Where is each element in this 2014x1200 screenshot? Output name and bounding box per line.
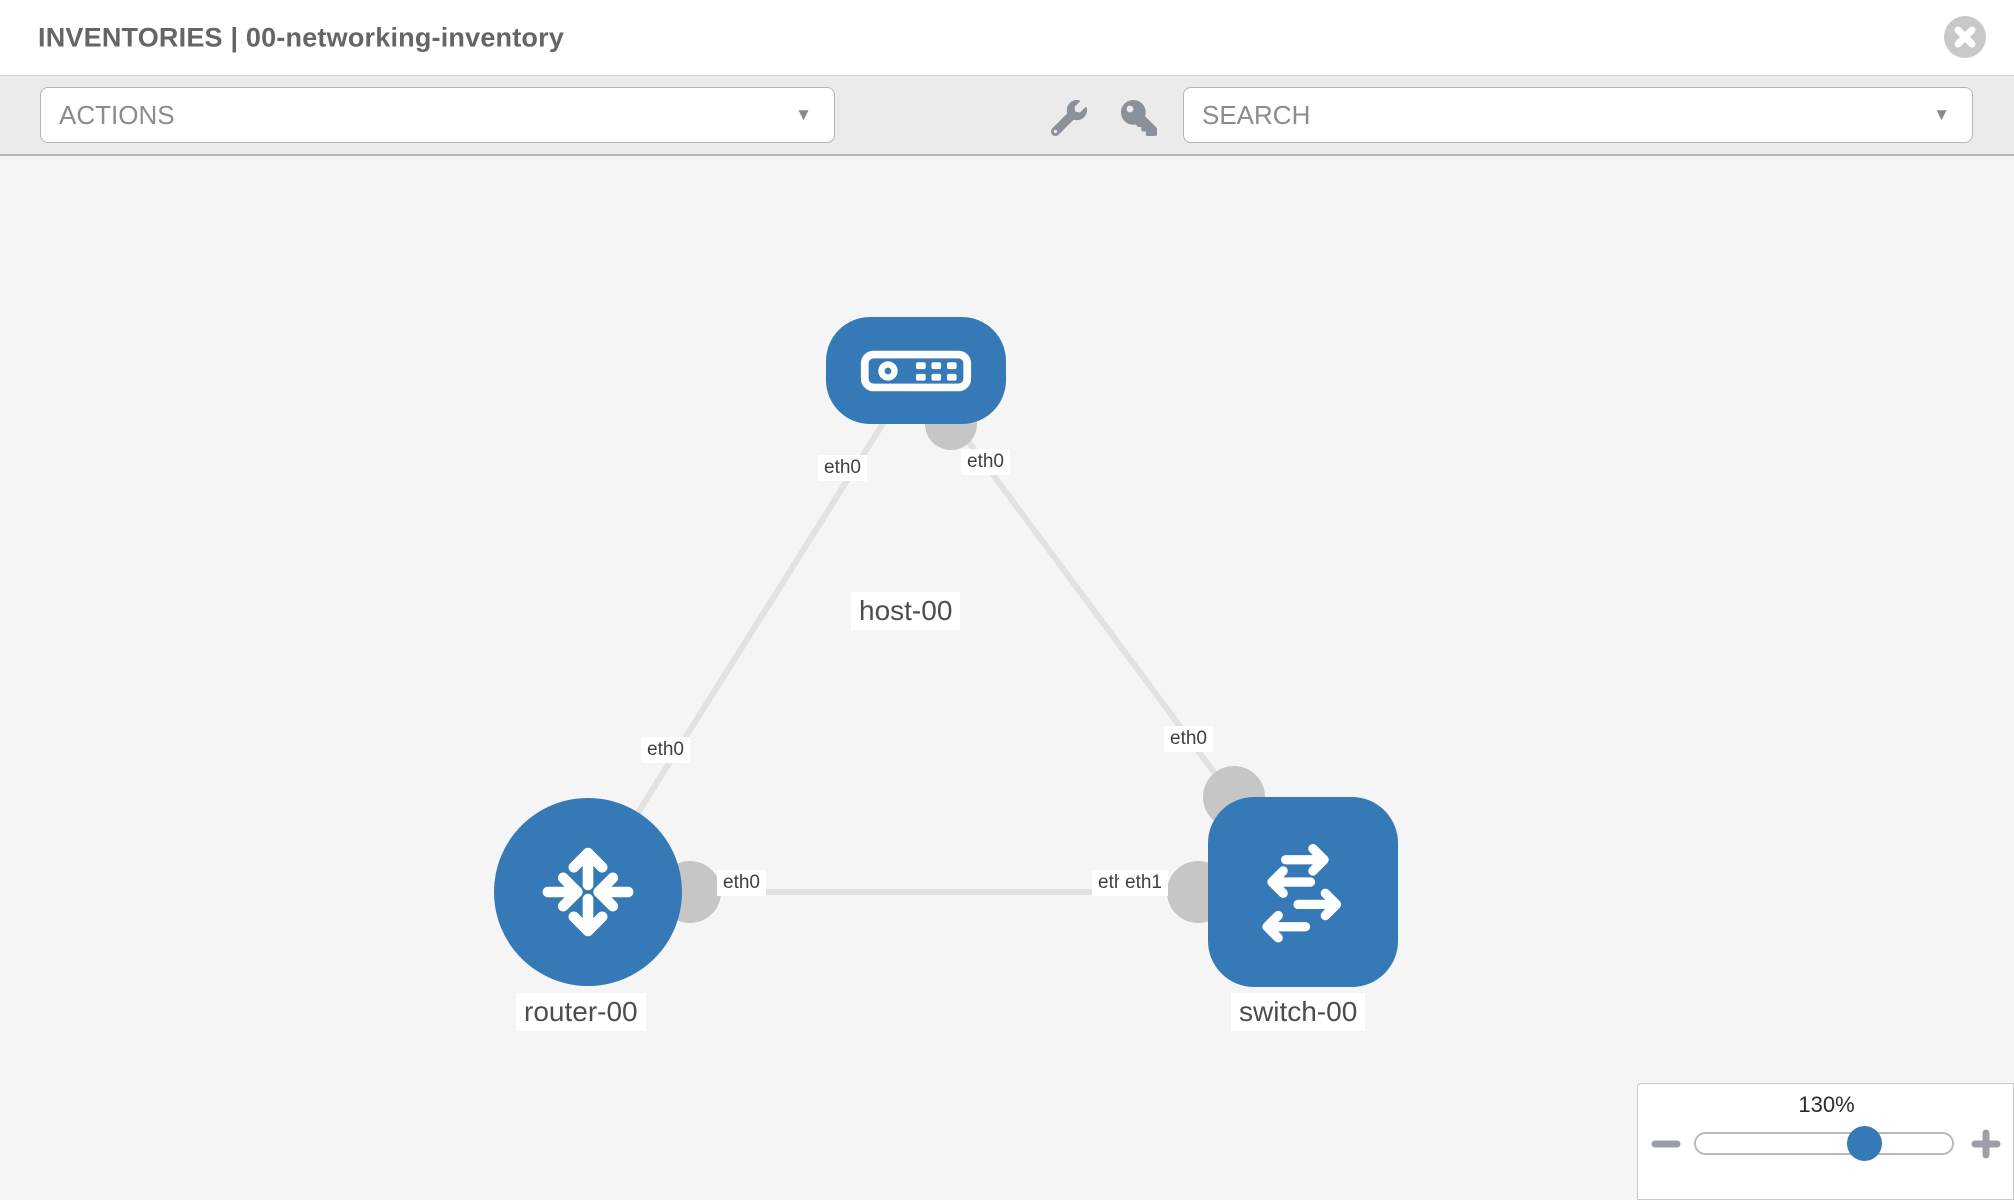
- node-label-router-00: router-00: [516, 993, 646, 1031]
- close-icon: [1954, 26, 1976, 48]
- minus-icon: [1651, 1140, 1681, 1148]
- zoom-slider-track[interactable]: [1694, 1132, 1954, 1155]
- host-icon: [860, 350, 972, 391]
- tools-button[interactable]: [1046, 98, 1092, 138]
- search-dropdown-label: SEARCH: [1202, 99, 1311, 130]
- key-button[interactable]: [1116, 98, 1162, 138]
- node-router-00[interactable]: [494, 798, 682, 986]
- port-label-router-right: eth0: [717, 870, 766, 896]
- node-switch-00[interactable]: [1208, 797, 1398, 987]
- toolbar: ACTIONS ▼ SEARCH ▼: [0, 76, 2014, 156]
- plus-icon: [1971, 1129, 2001, 1159]
- port-label-switch-top: eth0: [1164, 726, 1213, 752]
- close-button[interactable]: [1944, 16, 1986, 58]
- port-label-switch-left-eth1: eth1: [1119, 870, 1168, 896]
- topology-canvas[interactable]: eth0 eth0 eth0 eth0 eth0 eth0 eth1 host-…: [0, 156, 2014, 1200]
- switch-icon: [1262, 843, 1342, 943]
- zoom-slider-thumb[interactable]: [1847, 1126, 1882, 1161]
- panel-header: INVENTORIES | 00-networking-inventory: [0, 0, 2014, 76]
- router-icon: [542, 847, 634, 937]
- links-layer: [585, 369, 1306, 895]
- node-label-host-00: host-00: [851, 592, 961, 630]
- node-label-switch-00: switch-00: [1231, 993, 1366, 1031]
- search-dropdown[interactable]: SEARCH ▼: [1183, 87, 1973, 143]
- zoom-control-panel: 130%: [1637, 1083, 2014, 1200]
- actions-dropdown[interactable]: ACTIONS ▼: [40, 87, 835, 143]
- actions-dropdown-label: ACTIONS: [59, 99, 175, 130]
- port-label-router-top: eth0: [641, 737, 690, 763]
- port-label-host-right: eth0: [961, 449, 1010, 475]
- key-icon: [1121, 100, 1157, 136]
- node-host-00[interactable]: [826, 317, 1006, 424]
- zoom-in-button[interactable]: [1966, 1124, 2006, 1164]
- page-title: INVENTORIES | 00-networking-inventory: [38, 22, 565, 52]
- port-label-host-left: eth0: [818, 455, 867, 481]
- zoom-out-button[interactable]: [1646, 1124, 1686, 1164]
- zoom-level-text: 130%: [1798, 1092, 1855, 1117]
- chevron-down-icon: ▼: [795, 105, 812, 124]
- chevron-down-icon: ▼: [1933, 105, 1950, 124]
- wrench-icon: [1051, 100, 1087, 136]
